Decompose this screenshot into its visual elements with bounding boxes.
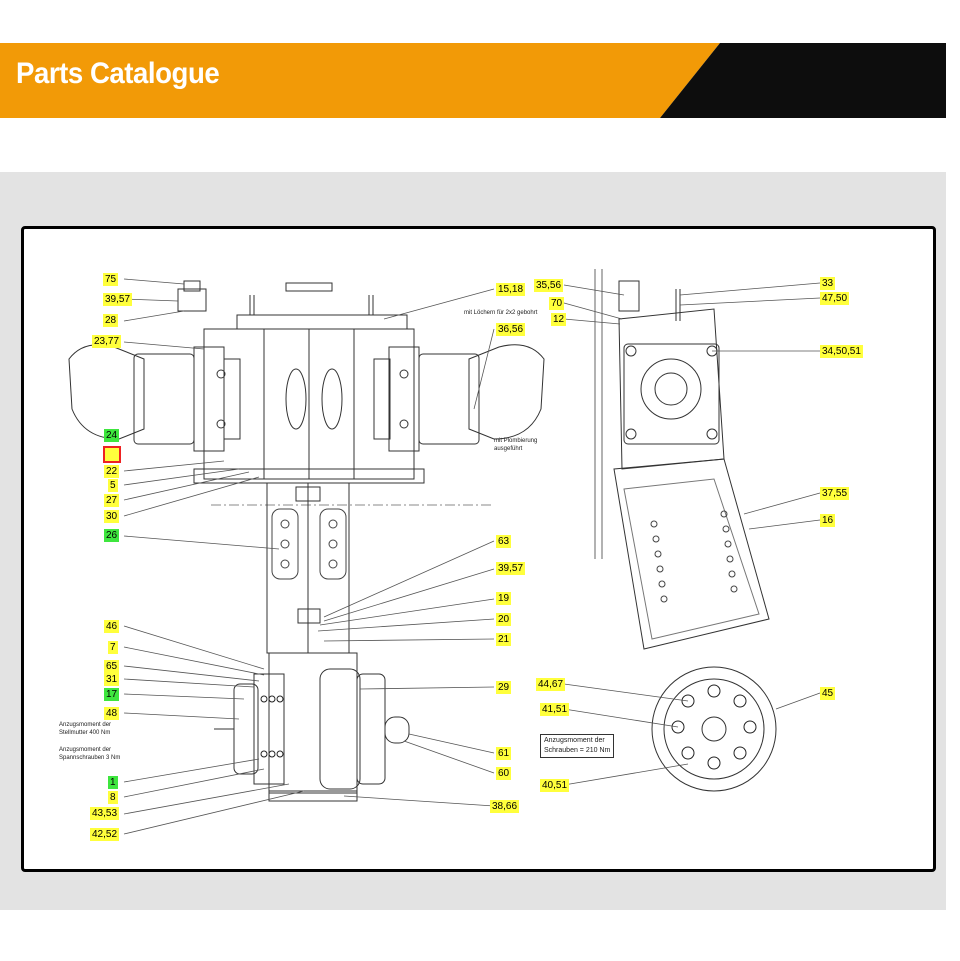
diagram-frame: 75 39,57 28 23,77 24 22 5 27 30 26 46 7 … <box>21 226 936 872</box>
part-label[interactable]: 43,53 <box>90 807 120 820</box>
part-label[interactable]: 45 <box>820 687 836 700</box>
part-label[interactable]: 20 <box>496 613 512 626</box>
part-label[interactable]: 34,50,51 <box>820 345 863 358</box>
axle-end <box>384 716 410 744</box>
part-label[interactable]: 41,51 <box>540 703 570 716</box>
top-slot <box>285 282 333 292</box>
banner-background <box>0 43 946 118</box>
wheel-hub <box>356 673 386 785</box>
side-arm <box>613 458 770 650</box>
part-label[interactable]: 46 <box>104 620 120 633</box>
part-label[interactable]: 40,51 <box>540 779 570 792</box>
part-label[interactable]: 27 <box>104 494 120 507</box>
torque-note-spring: Anzugsmoment der Spannschrauben 3 Nm <box>59 747 121 761</box>
part-label[interactable]: 63 <box>496 535 512 548</box>
part-label[interactable]: 39,57 <box>103 293 133 306</box>
part-label[interactable]: 31 <box>104 673 120 686</box>
paint-note: mit Plombierung ausgeführt <box>494 438 538 452</box>
part-label[interactable]: 7 <box>108 641 118 654</box>
left-motor <box>133 353 195 445</box>
left-motor-elbow <box>68 344 145 440</box>
part-label[interactable]: 75 <box>103 273 119 286</box>
part-label[interactable]: 38,66 <box>490 800 520 813</box>
part-label[interactable]: 15,18 <box>496 283 526 296</box>
side-flange <box>640 358 702 420</box>
part-label[interactable]: 35,56 <box>534 279 564 292</box>
sensor-box <box>177 288 207 312</box>
side-housing <box>618 308 725 470</box>
banner-accent <box>0 43 720 118</box>
part-label[interactable]: 28 <box>103 314 119 327</box>
part-label[interactable]: 33 <box>820 277 836 290</box>
part-label[interactable]: 21 <box>496 633 512 646</box>
header-banner <box>0 43 946 118</box>
part-label[interactable]: 22 <box>104 465 120 478</box>
part-label[interactable]: 65 <box>104 660 120 673</box>
part-label[interactable]: 30 <box>104 510 120 523</box>
torque-note-nut: Anzugsmoment der Stellmutter 400 Nm <box>59 722 112 736</box>
part-label[interactable]: 42,52 <box>90 828 120 841</box>
top-plate <box>236 314 408 330</box>
part-label[interactable]: 39,57 <box>496 562 526 575</box>
part-label[interactable]: 5 <box>108 479 118 492</box>
part-label[interactable]: 19 <box>496 592 512 605</box>
banner-dark <box>660 43 946 118</box>
part-label[interactable]: 61 <box>496 747 512 760</box>
part-label-highlighted[interactable] <box>103 446 121 463</box>
part-label[interactable]: 29 <box>496 681 512 694</box>
part-label[interactable]: 37,55 <box>820 487 850 500</box>
part-label[interactable]: 44,67 <box>536 678 566 691</box>
side-wheel <box>651 666 777 792</box>
part-label[interactable]: 26 <box>104 529 120 542</box>
part-label[interactable]: 47,50 <box>820 292 850 305</box>
part-label[interactable]: 60 <box>496 767 512 780</box>
part-label[interactable]: 12 <box>551 313 567 326</box>
part-label[interactable]: 8 <box>108 791 118 804</box>
part-label[interactable]: 16 <box>820 514 836 527</box>
part-label[interactable]: 24 <box>104 429 120 442</box>
part-label[interactable]: 70 <box>549 297 565 310</box>
holes-note: mit Löchern für 2x2 gebohrt <box>464 310 538 316</box>
part-label[interactable]: 36,56 <box>496 323 526 336</box>
part-label[interactable]: 17 <box>104 688 120 701</box>
torque-note-screws: Anzugsmoment der Schrauben = 210 Nm <box>540 734 615 758</box>
right-motor <box>418 353 480 445</box>
technical-drawing <box>68 269 821 835</box>
part-label[interactable]: 1 <box>108 776 118 789</box>
page-title: Parts Catalogue <box>16 57 220 90</box>
part-label[interactable]: 48 <box>104 707 120 720</box>
part-label[interactable]: 23,77 <box>92 335 122 348</box>
right-motor-elbow <box>468 344 545 440</box>
